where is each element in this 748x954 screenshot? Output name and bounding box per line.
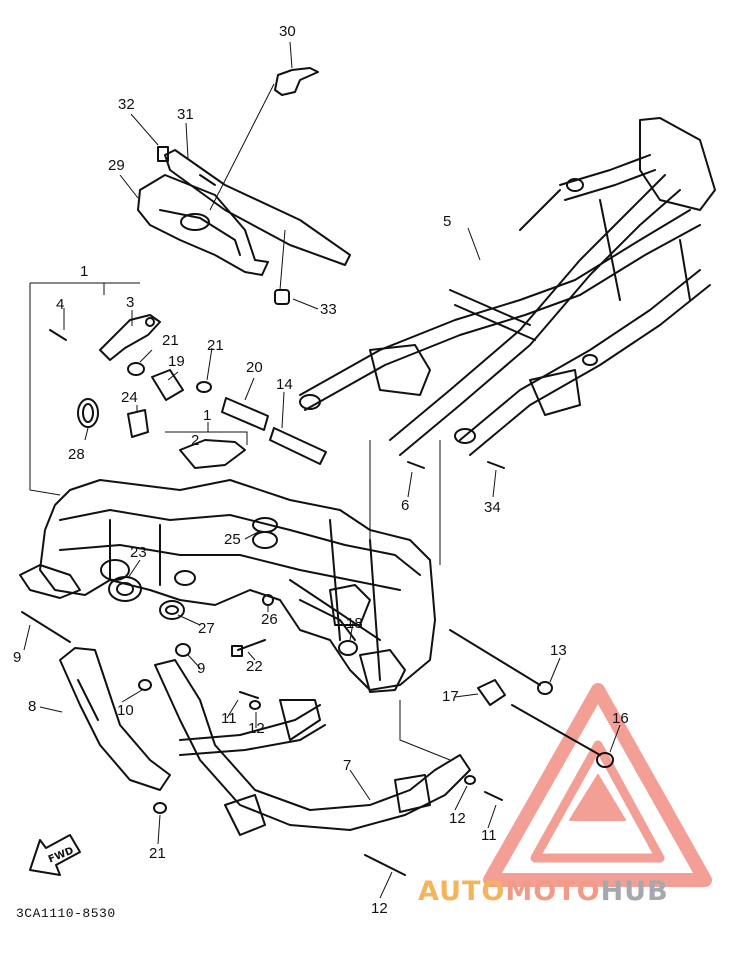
part-33-grommet (274, 289, 290, 305)
part-label-5: 5 (443, 213, 452, 230)
part-label-32: 32 (118, 96, 135, 113)
part-label-9-b: 9 (197, 660, 206, 677)
part-label-29: 29 (108, 157, 125, 174)
part-7-lower-bracket (154, 659, 471, 836)
part-label-30: 30 (279, 23, 296, 40)
part-34-bolt (487, 461, 505, 469)
part-label-24: 24 (121, 389, 138, 406)
part-30-bracket (274, 67, 319, 96)
part-label-13: 12 (371, 900, 388, 917)
part-label-21-a: 21 (162, 332, 179, 349)
part-12-washer-b (464, 775, 476, 785)
part-label-11-b: 11 (481, 827, 497, 844)
part-16-bolt (511, 704, 614, 768)
part-label-25: 25 (224, 531, 241, 548)
leader-lines (23, 41, 621, 899)
part-11-bolt-b (484, 791, 503, 801)
part-label-18: 18 (346, 615, 363, 632)
part-28-ring (77, 398, 99, 428)
part-21-collar-b (196, 381, 212, 393)
part-label-27: 27 (198, 620, 215, 637)
part-9-bolt-a (21, 611, 71, 643)
main-frame (19, 479, 436, 693)
part-label-4: 4 (56, 296, 65, 313)
brand-moto: MOTO (505, 876, 601, 907)
part-label-33: 33 (320, 301, 337, 318)
part-label-34: 34 (484, 499, 501, 516)
part-29-cover (137, 174, 269, 276)
part-label-14: 13 (550, 642, 567, 659)
part-19-bushing (151, 369, 184, 401)
part-17-bushing (477, 679, 506, 706)
part-label-3: 3 (126, 294, 135, 311)
part-5-rear-subframe (299, 117, 716, 456)
part-14-long-bolt (449, 629, 553, 695)
part-15-pipe (269, 427, 327, 465)
fwd-arrow-icon (29, 834, 81, 876)
part-23-ring (108, 576, 142, 602)
watermark-logo (483, 683, 712, 887)
part-label-8: 8 (28, 698, 37, 715)
part-label-9-a: 9 (13, 649, 22, 666)
part-label-22: 22 (246, 658, 263, 675)
part-label-19: 19 (168, 353, 185, 370)
part-22-bolt (231, 639, 266, 657)
part-11-bolt-a (239, 691, 259, 699)
part-label-23: 23 (130, 544, 147, 561)
part-label-21-b: 21 (207, 337, 224, 354)
part-label-17: 17 (442, 688, 459, 705)
part-label-1b: 1 (203, 407, 212, 424)
part-label-11-a: 11 (221, 710, 237, 727)
part-10-nut (138, 679, 152, 691)
part-9-bolt-b (175, 643, 191, 657)
part-label-31: 31 (177, 106, 194, 123)
part-label-12-b: 12 (449, 810, 466, 827)
part-24-spacer (127, 409, 149, 438)
part-label-28: 28 (68, 446, 85, 463)
diagram-code: 3CA1110-8530 (16, 906, 116, 921)
part-4-bolt (49, 329, 67, 341)
part-label-10: 10 (117, 702, 134, 719)
part-label-21-c: 21 (149, 845, 166, 862)
part-3-bracket (99, 314, 161, 361)
part-label-6: 6 (401, 497, 410, 514)
part-label-26: 26 (261, 611, 278, 628)
watermark-brand-text: AUTOMOTOHUB (418, 876, 669, 907)
part-21-collar-a (127, 362, 145, 376)
part-label-7: 7 (343, 757, 352, 774)
part-12-washer-a (249, 700, 261, 710)
part-label-20: 20 (246, 359, 263, 376)
part-8-engine-bracket (59, 647, 171, 791)
part-31-rail (157, 146, 351, 266)
part-27-gasket (159, 600, 185, 620)
part-label-2: 2 (191, 432, 200, 449)
part-18-collar (338, 640, 358, 656)
brand-auto: AUTO (418, 876, 506, 907)
part-2-bracket (179, 439, 246, 469)
part-25-cap (252, 517, 278, 533)
part-label-15: 14 (276, 376, 293, 393)
part-13-bolt (364, 854, 406, 876)
part-label-16: 16 (612, 710, 629, 727)
part-label-12-a: 12 (248, 720, 265, 737)
part-6-bolt (407, 461, 425, 469)
part-label-1: 1 (80, 263, 89, 280)
part-20-pipe (221, 397, 269, 431)
part-21-collar-c (153, 802, 167, 814)
brand-hub: HUB (600, 876, 669, 907)
